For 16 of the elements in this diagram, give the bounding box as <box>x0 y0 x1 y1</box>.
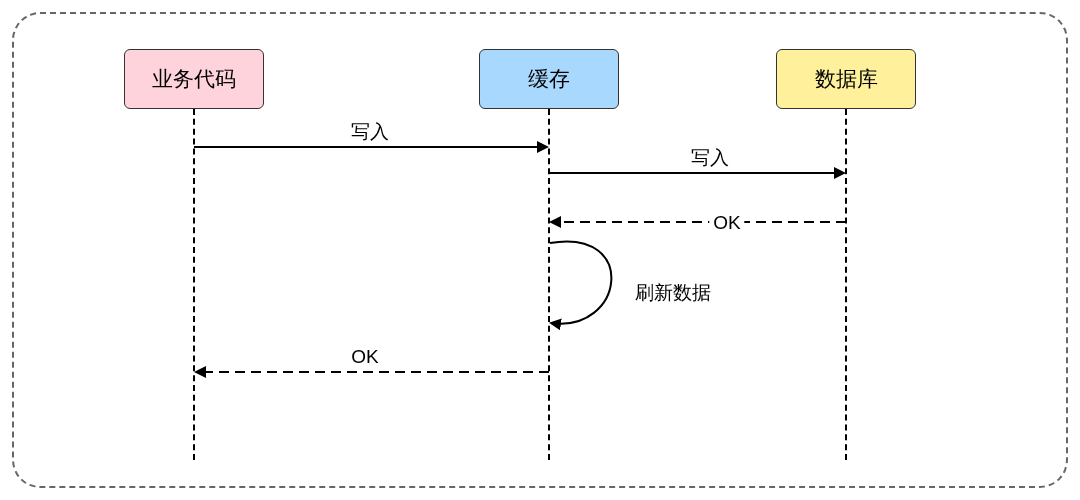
lifeline <box>845 109 847 460</box>
message-arrow <box>549 240 613 330</box>
message-arrow <box>193 141 549 153</box>
lifeline <box>548 109 550 460</box>
participant-box: 数据库 <box>776 49 916 109</box>
edge-label: 写入 <box>351 121 389 141</box>
participant-box: 缓存 <box>479 49 619 109</box>
message-arrow <box>549 216 847 228</box>
frame-box <box>12 12 1068 488</box>
edge-label: OK <box>351 346 379 366</box>
lifeline <box>193 109 195 460</box>
edge-label: 刷新数据 <box>635 282 711 302</box>
message-arrow <box>194 366 550 378</box>
participant-box: 业务代码 <box>124 49 264 109</box>
edge-label: 写入 <box>691 147 729 167</box>
message-arrow <box>548 167 846 179</box>
